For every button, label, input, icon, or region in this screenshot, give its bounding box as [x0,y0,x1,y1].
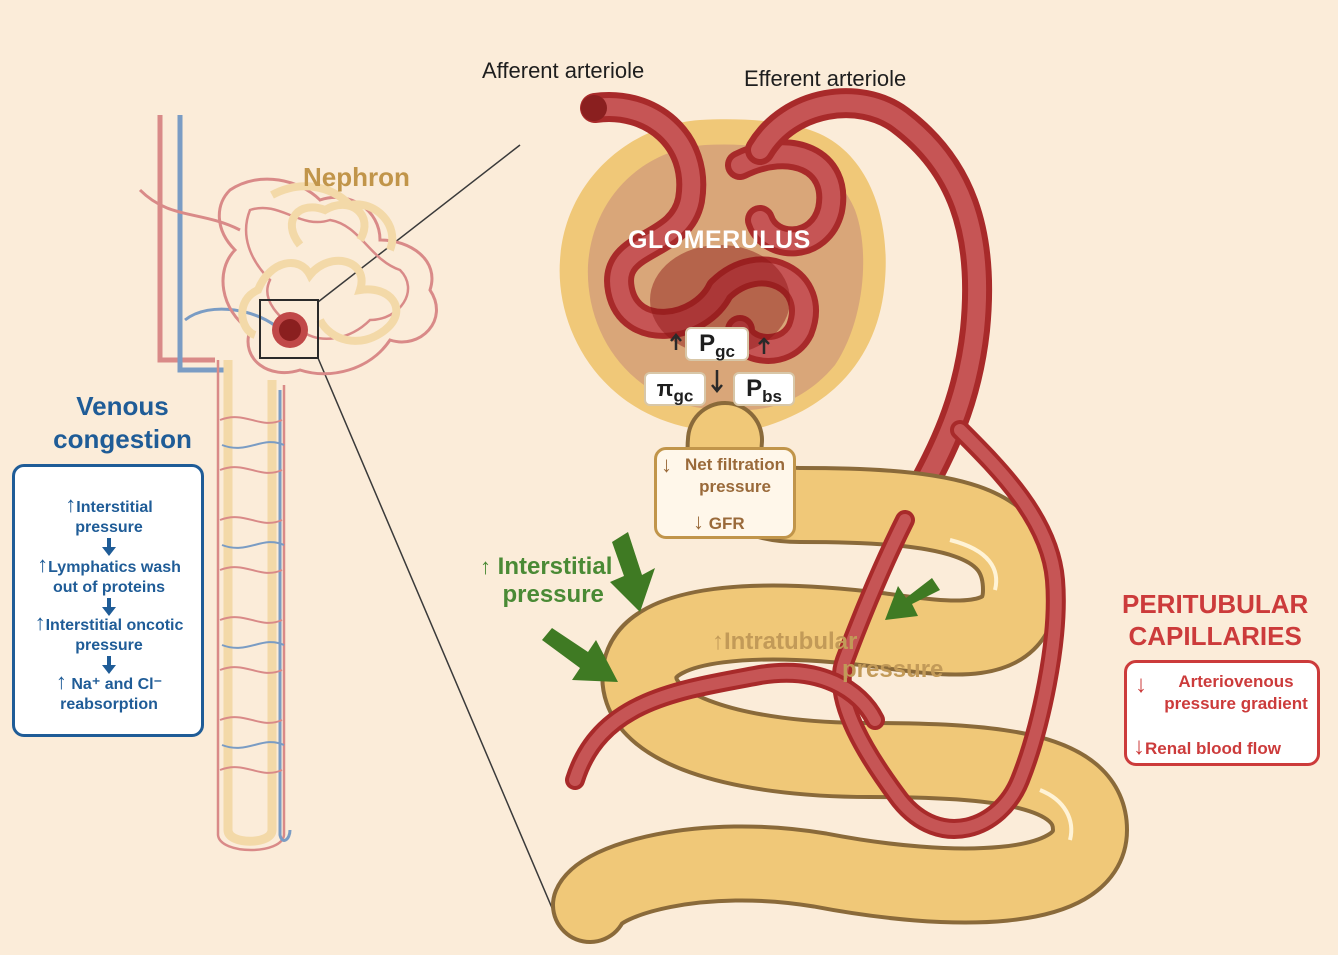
zoom-line-top [317,144,521,303]
up-arrow-icon: ↑ [37,552,49,577]
venous-congestion-box: ↑Interstitial pressure ↑Lymphatics wash … [12,464,204,737]
zoom-line-bottom [317,357,556,916]
down-arrow-icon [102,538,116,556]
up-arrow-icon: ↑ [34,610,46,635]
nephron-label: Nephron [303,162,410,192]
venous-item-lymphatics: ↑Lymphatics wash out of proteins [37,552,181,597]
down-arrow-icon: ↓ [661,452,672,477]
venous-item-reabsorption: ↑ Na⁺ and Cl⁻ reabsorption [55,669,163,714]
up-arrow-icon: ↑ [65,492,77,517]
peritubular-box: ↓ Arteriovenous pressure gradient ↓Renal… [1124,660,1320,766]
interstitial-pressure-label: ↑ Interstitial pressure [480,553,613,608]
down-arrow-icon [102,598,116,616]
down-arrow-icon: ↓ [1135,671,1147,698]
nephron-detail [542,88,1130,944]
venous-title-line1: Venous [76,391,169,421]
intratubular-pressure-label: ↑Intratubular [712,628,858,655]
venous-congestion-title: Venous congestion [40,390,205,456]
up-arrow-icon: ↑ [480,554,491,579]
venous-item-interstitial-pressure: ↑Interstitial pressure [65,492,153,537]
renal-blood-flow-text: ↓Renal blood flow [1133,733,1281,760]
arteriovenous-text: Arteriovenous pressure gradient [1164,672,1308,713]
glomerulus-label: GLOMERULUS [628,226,811,254]
interstitial-arrow-3 [885,578,940,620]
down-arrow-icon [102,656,116,674]
down-arrow-icon: ↓ [693,509,704,534]
interstitial-arrow-2 [542,628,618,682]
afferent-arteriole-label: Afferent arteriole [482,58,645,83]
pi-gc-box: πgc [644,372,706,406]
up-arrow-icon: ↑ [55,669,67,694]
pgc-box: Pgc [685,327,749,361]
up-arrow-icon: ↑ [712,628,724,655]
venous-item-oncotic-pressure: ↑Interstitial oncotic pressure [34,610,184,655]
interstitial-arrow-1 [610,532,655,612]
gfr-text: ↓ GFR [693,509,745,534]
zoom-box [259,299,319,359]
pbs-box: Pbs [733,372,795,406]
nephron-small [138,115,438,852]
intratubular-pressure-label-line2: pressure [842,656,944,683]
down-arrow-icon: ↓ [1133,733,1145,760]
net-filtration-box: ↓ Net filtration pressure ↓ GFR [654,447,796,539]
net-filtration-text: Net filtration pressure [684,455,786,496]
venous-title-line2: congestion [53,424,192,454]
peritubular-capillaries-title: PERITUBULAR CAPILLARIES [1122,589,1309,651]
efferent-arteriole-label: Efferent arteriole [744,66,907,91]
